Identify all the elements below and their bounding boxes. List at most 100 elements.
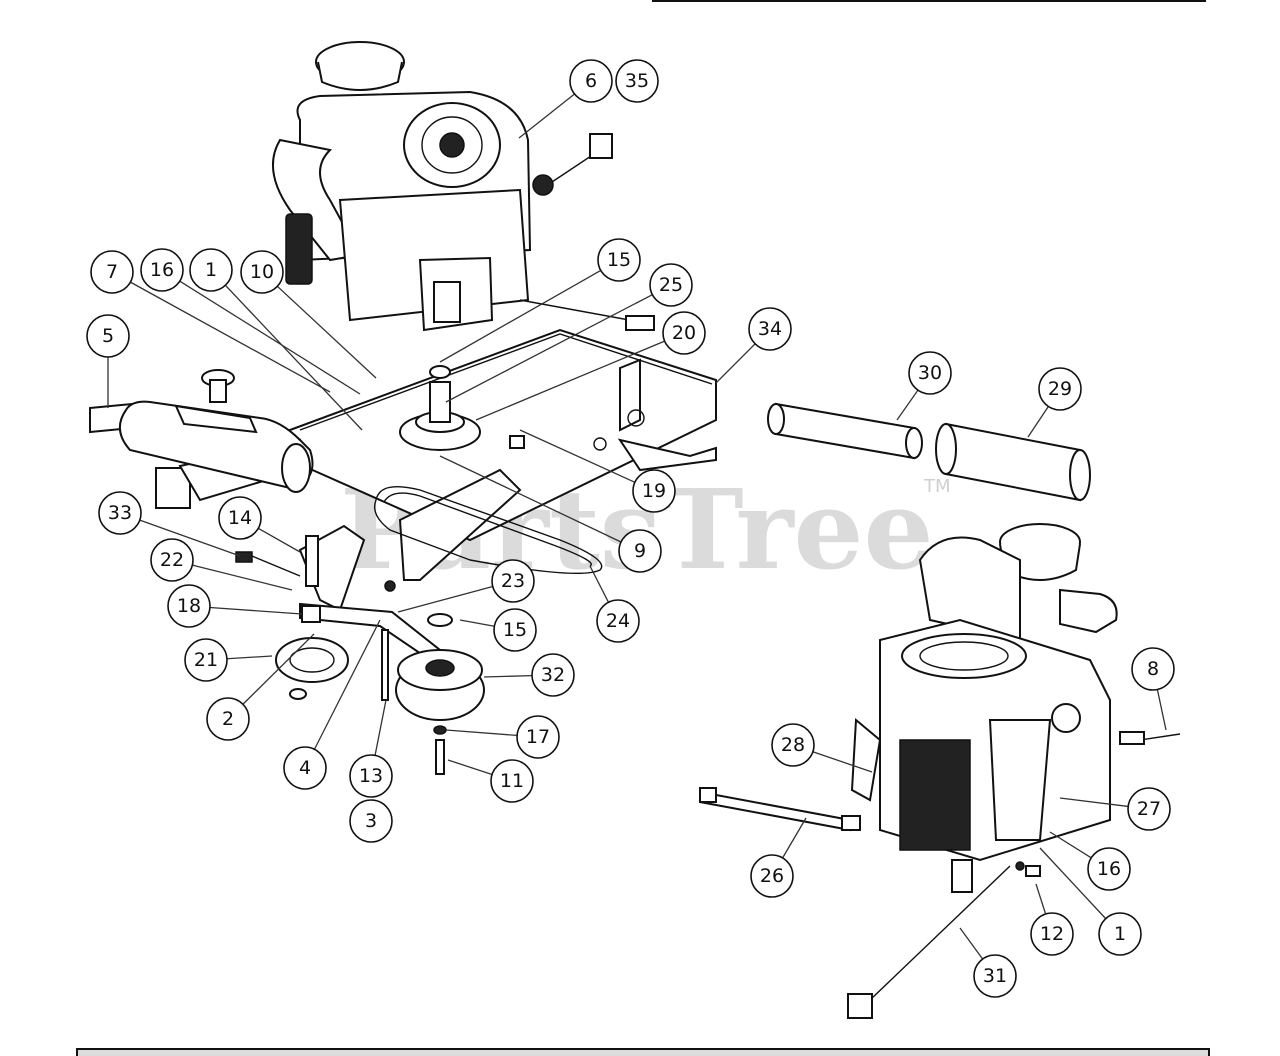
callout-label: 21 xyxy=(194,649,218,671)
callout-label: 23 xyxy=(501,570,525,592)
callout-circle xyxy=(615,59,659,103)
callout-c28: 28 xyxy=(771,723,815,767)
callout-c15b: 15 xyxy=(493,608,537,652)
callout-circle xyxy=(140,248,184,292)
callout-c12: 12 xyxy=(1030,912,1074,956)
leader-c22 xyxy=(192,564,293,591)
pulley-assembly xyxy=(373,365,603,575)
callout-label: 17 xyxy=(526,726,550,748)
callout-label: 30 xyxy=(918,362,942,384)
callout-label: 13 xyxy=(359,765,383,787)
callout-c32: 32 xyxy=(531,653,575,697)
callout-c16a: 16 xyxy=(140,248,184,292)
loose-parts xyxy=(699,787,1041,1019)
leader-c14 xyxy=(257,527,301,553)
callout-c33: 33 xyxy=(98,491,142,535)
leader-c17 xyxy=(445,729,518,737)
callout-c21: 21 xyxy=(184,638,228,682)
callout-c15a: 15 xyxy=(597,238,641,282)
callout-circle xyxy=(662,311,706,355)
muffler xyxy=(89,369,314,493)
engine-main xyxy=(272,41,655,332)
callout-circle xyxy=(908,351,952,395)
callout-c5: 5 xyxy=(86,314,130,358)
leader-c2 xyxy=(242,633,315,705)
callout-circle xyxy=(1030,912,1074,956)
leader-c23 xyxy=(397,585,493,613)
callout-label: 15 xyxy=(503,619,527,641)
leader-c32 xyxy=(483,674,533,678)
callout-circle xyxy=(750,854,794,898)
callout-circle xyxy=(771,723,815,767)
leader-c13 xyxy=(374,699,387,756)
callout-label: 24 xyxy=(606,610,630,632)
callout-label: 2 xyxy=(222,708,234,730)
leader-c24 xyxy=(589,565,610,603)
leader-c11 xyxy=(447,759,493,776)
leader-c19 xyxy=(519,429,636,483)
callout-c30: 30 xyxy=(908,351,952,395)
leader-c12 xyxy=(1035,883,1047,915)
leader-c25 xyxy=(445,294,653,403)
callout-c23: 23 xyxy=(491,559,535,603)
callout-label: 3 xyxy=(365,810,377,832)
callout-label: 9 xyxy=(634,540,646,562)
leader-c21 xyxy=(226,655,273,660)
callout-label: 32 xyxy=(541,664,565,686)
callout-circle xyxy=(189,248,233,292)
callout-c1a: 1 xyxy=(189,248,233,292)
clutch-assembly xyxy=(235,524,485,775)
callout-label: 35 xyxy=(625,70,649,92)
callout-label: 29 xyxy=(1048,378,1072,400)
leader-c18 xyxy=(209,606,303,615)
callout-circle xyxy=(748,307,792,351)
callout-label: 16 xyxy=(150,259,174,281)
callout-c9: 9 xyxy=(618,529,662,573)
callout-circle xyxy=(1038,367,1082,411)
callout-c16b: 16 xyxy=(1087,847,1131,891)
callout-c31: 31 xyxy=(973,954,1017,998)
callout-c6: 6 xyxy=(569,59,613,103)
callout-label: 8 xyxy=(1147,658,1159,680)
leader-c15a xyxy=(439,269,602,363)
engine-detail xyxy=(850,523,1181,893)
callout-c1b: 1 xyxy=(1098,912,1142,956)
callout-circle xyxy=(490,759,534,803)
callout-circle xyxy=(618,529,662,573)
leader-c10 xyxy=(276,285,377,379)
watermark-tm: TM xyxy=(923,476,951,497)
callout-c11: 11 xyxy=(490,759,534,803)
callout-circle xyxy=(98,491,142,535)
leader-c1b xyxy=(1039,847,1107,920)
callout-label: 20 xyxy=(672,322,696,344)
callout-circle xyxy=(491,559,535,603)
callout-label: 10 xyxy=(250,261,274,283)
callout-circle xyxy=(493,608,537,652)
leader-c34 xyxy=(715,343,756,384)
callout-label: 19 xyxy=(642,480,666,502)
callout-circle xyxy=(1131,647,1175,691)
callout-c35: 35 xyxy=(615,59,659,103)
top-rule xyxy=(652,0,1206,2)
callout-label: 18 xyxy=(177,595,201,617)
callout-circle xyxy=(973,954,1017,998)
callout-label: 5 xyxy=(102,325,114,347)
callout-circle xyxy=(1127,787,1171,831)
callout-c18: 18 xyxy=(167,584,211,628)
air-filter-parts xyxy=(767,402,1091,502)
leader-c15b xyxy=(459,619,495,627)
callout-label: 26 xyxy=(760,865,784,887)
leader-c31 xyxy=(959,927,984,960)
leader-c33 xyxy=(139,519,241,557)
callout-circle xyxy=(90,250,134,294)
callout-circle xyxy=(349,799,393,843)
callout-circle xyxy=(649,263,693,307)
callout-label: 6 xyxy=(585,70,597,92)
callout-c27: 27 xyxy=(1127,787,1171,831)
callout-label: 15 xyxy=(607,249,631,271)
callout-label: 31 xyxy=(983,965,1007,987)
leader-c1a xyxy=(224,284,363,431)
callout-label: 28 xyxy=(781,734,805,756)
